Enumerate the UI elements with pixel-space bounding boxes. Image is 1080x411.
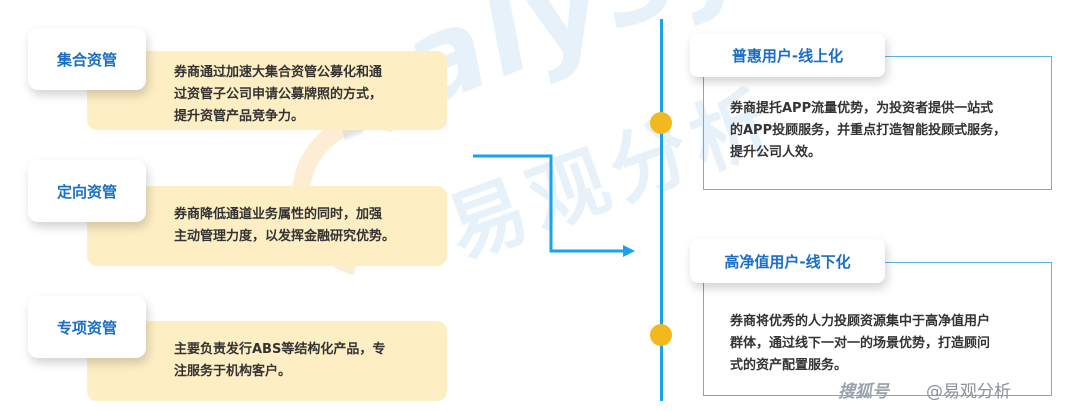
connector-arrow	[473, 154, 635, 257]
timeline-axis	[660, 19, 663, 401]
desc-line: 提升公司人效。	[730, 145, 822, 160]
desc-line: 过资管子公司申请公募牌照的方式，	[174, 87, 383, 102]
tag-label: 专项资管	[56, 318, 117, 337]
desc-line: 主要负责发行ABS等结构化产品，专	[174, 342, 386, 357]
sohu-logo: 搜狐号	[838, 382, 889, 402]
desc-special-asset-mgmt: 主要负责发行ABS等结构化产品，专 注服务于机构客户。	[87, 321, 447, 401]
author-handle: @易观分析	[926, 382, 1011, 402]
desc-line: 券商降低通道业务属性的同时，加强	[174, 207, 383, 222]
desc-line: 的APP投顾服务，并重点打造智能投顾式服务，	[730, 123, 1007, 138]
tag-label: 高净值用户-线下化	[724, 252, 851, 271]
tag-hnw-offline: 高净值用户-线下化	[690, 239, 885, 283]
tag-label: 定向资管	[56, 182, 117, 201]
desc-directed-asset-mgmt: 券商降低通道业务属性的同时，加强 主动管理力度，以发挥金融研究优势。	[87, 186, 447, 266]
tag-label: 集合资管	[56, 50, 117, 69]
desc-collective-asset-mgmt: 券商通过加速大集合资管公募化和通 过资管子公司申请公募牌照的方式， 提升资管产品…	[87, 51, 447, 130]
desc-line: 券商提托APP流量优势，为投资者提供一站式	[730, 101, 994, 116]
desc-line: 提升资管产品竞争力。	[174, 109, 305, 124]
desc-line: 式的资产配置服务。	[730, 358, 848, 373]
desc-hnw-offline: 券商将优秀的人力投顾资源集中于高净值用户 群体，通过线下一对一的场景优势，打造顾…	[730, 311, 990, 377]
tag-special-asset-mgmt: 专项资管	[28, 296, 146, 358]
timeline-dot	[650, 324, 672, 346]
desc-line: 券商将优秀的人力投顾资源集中于高净值用户	[730, 314, 991, 329]
desc-line: 群体，通过线下一对一的场景优势，打造顾问	[730, 336, 991, 351]
tag-label: 普惠用户-线上化	[731, 46, 844, 65]
desc-line: 主动管理力度，以发挥金融研究优势。	[174, 229, 396, 244]
desc-line: 注服务于机构客户。	[174, 364, 292, 379]
desc-line: 券商通过加速大集合资管公募化和通	[174, 65, 383, 80]
timeline-dot	[650, 112, 672, 134]
tag-directed-asset-mgmt: 定向资管	[28, 160, 146, 222]
tag-retail-online: 普惠用户-线上化	[690, 33, 885, 77]
tag-collective-asset-mgmt: 集合资管	[28, 28, 146, 90]
desc-retail-online: 券商提托APP流量优势，为投资者提供一站式 的APP投顾服务，并重点打造智能投顾…	[730, 98, 1006, 164]
